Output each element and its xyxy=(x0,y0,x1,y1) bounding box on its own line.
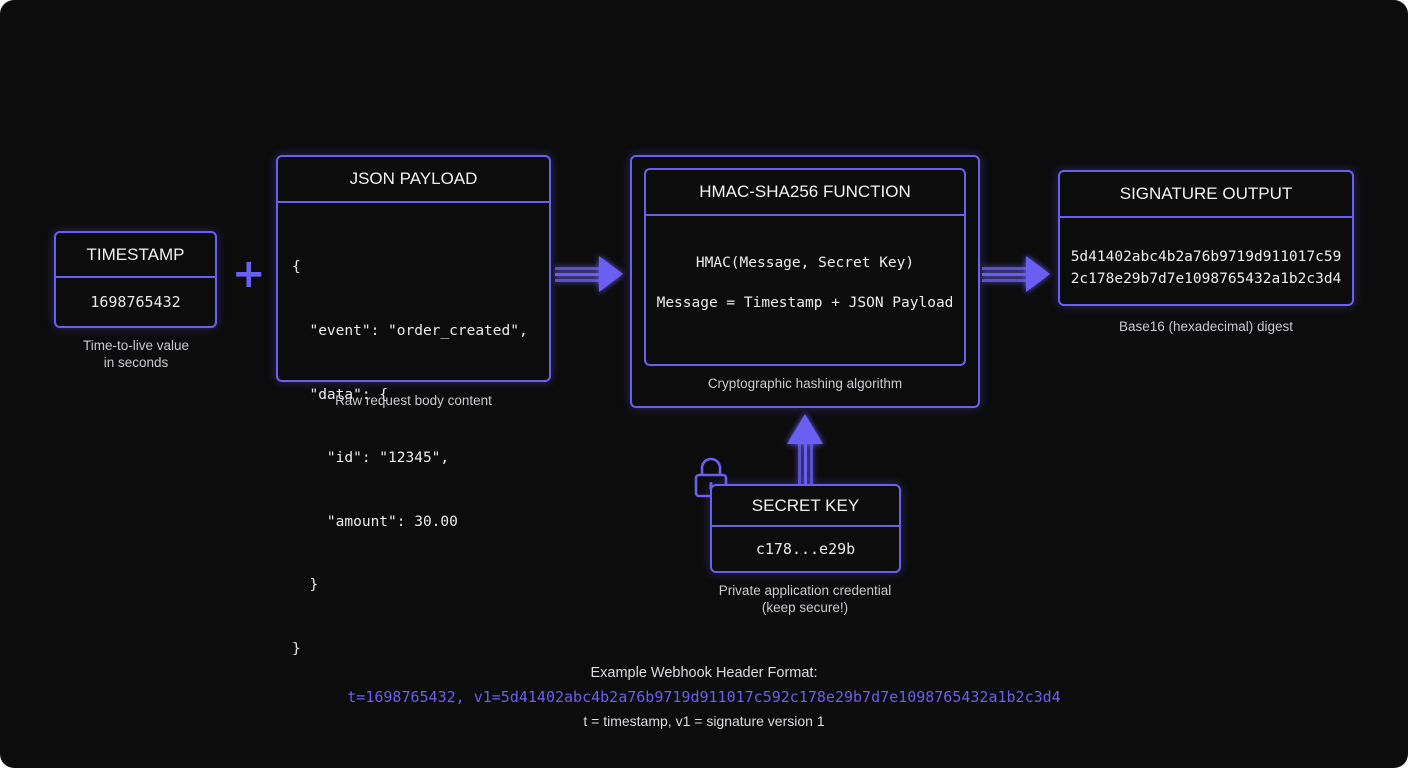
hmac-formula: HMAC(Message, Secret Key) xyxy=(695,255,915,271)
header-example-code: t=1698765432, v1=5d41402abc4b2a76b9719d9… xyxy=(347,688,1061,706)
signature-title: SIGNATURE OUTPUT xyxy=(1060,172,1352,218)
hmac-caption: Cryptographic hashing algorithm xyxy=(707,376,903,391)
secret-key-value: c178...e29b xyxy=(755,540,856,558)
header-example-title: Example Webhook Header Format: xyxy=(590,665,818,681)
json-payload-code: { "event": "order_created", "data": { "i… xyxy=(278,203,549,703)
hmac-title: HMAC-SHA256 FUNCTION xyxy=(646,170,964,216)
arrow-up-icon xyxy=(787,414,823,486)
json-line: { xyxy=(292,259,301,276)
plus-operator: + xyxy=(232,251,266,297)
secret-key-caption-line1: Private application credential xyxy=(718,583,892,598)
timestamp-caption: Time-to-live value in seconds xyxy=(46,337,226,371)
signature-line-2: 2c178e29b7d7e1098765432a1b2c3d4 xyxy=(1070,271,1342,287)
timestamp-value: 1698765432 xyxy=(90,293,181,311)
timestamp-box: TIMESTAMP 1698765432 xyxy=(54,231,217,328)
timestamp-title: TIMESTAMP xyxy=(56,233,215,278)
json-line: } xyxy=(292,577,319,594)
signature-value: 5d41402abc4b2a76b9719d911017c59 2c178e29… xyxy=(1060,218,1352,290)
hmac-message-definition: Message = Timestamp + JSON Payload xyxy=(656,295,954,311)
json-line: "id": "12345", xyxy=(292,450,450,467)
json-payload-box: JSON PAYLOAD { "event": "order_created",… xyxy=(276,155,551,657)
signature-line-1: 5d41402abc4b2a76b9719d911017c59 xyxy=(1070,249,1342,265)
arrow-right-icon xyxy=(982,256,1050,292)
header-example-note: t = timestamp, v1 = signature version 1 xyxy=(583,713,825,729)
timestamp-caption-line2: in seconds xyxy=(103,355,169,370)
hmac-body: HMAC(Message, Secret Key) Message = Time… xyxy=(646,216,964,311)
secret-key-box: SECRET KEY c178...e29b xyxy=(710,484,901,573)
json-line: "event": "order_created", xyxy=(292,323,528,340)
json-payload-caption: Raw request body content xyxy=(335,393,492,408)
signature-caption: Base16 (hexadecimal) digest xyxy=(1118,319,1294,334)
secret-key-caption-line2: (keep secure!) xyxy=(761,600,849,615)
hmac-function-box: HMAC-SHA256 FUNCTION HMAC(Message, Secre… xyxy=(644,168,966,366)
secret-key-caption: Private application credential (keep sec… xyxy=(690,582,920,616)
json-line: "amount": 30.00 xyxy=(292,513,458,530)
json-payload-title: JSON PAYLOAD xyxy=(278,157,549,203)
json-line: "data": { xyxy=(292,386,389,403)
signature-output-box: SIGNATURE OUTPUT 5d41402abc4b2a76b9719d9… xyxy=(1058,170,1354,306)
timestamp-caption-line1: Time-to-live value xyxy=(82,338,190,353)
secret-key-title: SECRET KEY xyxy=(712,486,899,527)
json-line: } xyxy=(292,641,301,658)
arrow-right-icon xyxy=(555,256,623,292)
